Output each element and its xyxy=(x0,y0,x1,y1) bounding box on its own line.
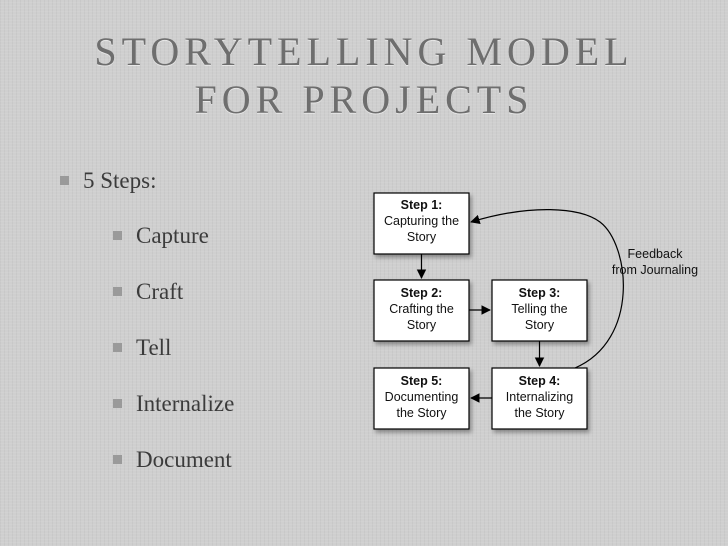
feedback-arrow xyxy=(470,209,624,369)
feedback-label-line-1: Feedback xyxy=(628,247,684,261)
step-5-title: Step 5: xyxy=(401,374,443,388)
sub-bullet-label: Tell xyxy=(136,335,172,360)
sub-bullet-label: Craft xyxy=(136,279,184,304)
slide-title: STORYTELLING MODEL FOR PROJECTS xyxy=(0,28,728,124)
sub-bullet-label: Internalize xyxy=(136,391,235,416)
step-box-2-rect xyxy=(373,279,470,342)
step-box-3: Step 3: Telling the Story xyxy=(491,279,588,342)
square-bullet-icon xyxy=(113,399,122,409)
step-3-line-2: Story xyxy=(525,318,555,332)
step-2-line-1: Crafting the xyxy=(389,302,454,316)
step-1-line-2: Story xyxy=(407,230,437,244)
bullet-main-label: 5 Steps: xyxy=(83,168,157,193)
step-box-4: Step 4: Internalizing the Story xyxy=(491,367,588,430)
step-3-title: Step 3: xyxy=(519,286,561,300)
step-4-title: Step 4: xyxy=(519,374,561,388)
step-4-line-1: Internalizing xyxy=(506,390,573,404)
sub-bullet-label: Document xyxy=(136,447,232,472)
square-bullet-icon xyxy=(113,287,122,297)
title-line-2: FOR PROJECTS xyxy=(194,77,534,122)
step-2-title: Step 2: xyxy=(401,286,443,300)
sub-bullet-item: Document xyxy=(113,443,234,499)
square-bullet-icon xyxy=(113,231,122,241)
step-3-line-1: Telling the xyxy=(511,302,567,316)
sub-bullet-label: Capture xyxy=(136,223,209,248)
sub-bullet-item: Capture xyxy=(113,219,234,275)
bullet-main: 5 Steps: xyxy=(60,168,156,194)
square-bullet-icon xyxy=(60,176,69,186)
step-box-1: Step 1: Capturing the Story xyxy=(373,192,470,255)
step-2-line-2: Story xyxy=(407,318,437,332)
square-bullet-icon xyxy=(113,343,122,353)
step-box-5: Step 5: Documenting the Story xyxy=(373,367,470,430)
step-box-5-rect xyxy=(373,367,470,430)
sub-bullet-item: Internalize xyxy=(113,387,234,443)
step-5-line-1: Documenting xyxy=(385,390,459,404)
step-box-2: Step 2: Crafting the Story xyxy=(373,279,470,342)
title-line-1: STORYTELLING MODEL xyxy=(94,29,634,74)
feedback-label-line-2: from Journaling xyxy=(612,263,698,277)
step-1-title: Step 1: xyxy=(401,198,443,212)
sub-bullet-item: Tell xyxy=(113,331,234,387)
sub-bullet-list: Capture Craft Tell Internalize Document xyxy=(113,219,234,499)
step-1-line-1: Capturing the xyxy=(384,214,459,228)
step-box-4-rect xyxy=(491,367,588,430)
step-5-line-2: the Story xyxy=(396,406,447,420)
sub-bullet-item: Craft xyxy=(113,275,234,331)
step-4-line-2: the Story xyxy=(514,406,565,420)
square-bullet-icon xyxy=(113,455,122,465)
